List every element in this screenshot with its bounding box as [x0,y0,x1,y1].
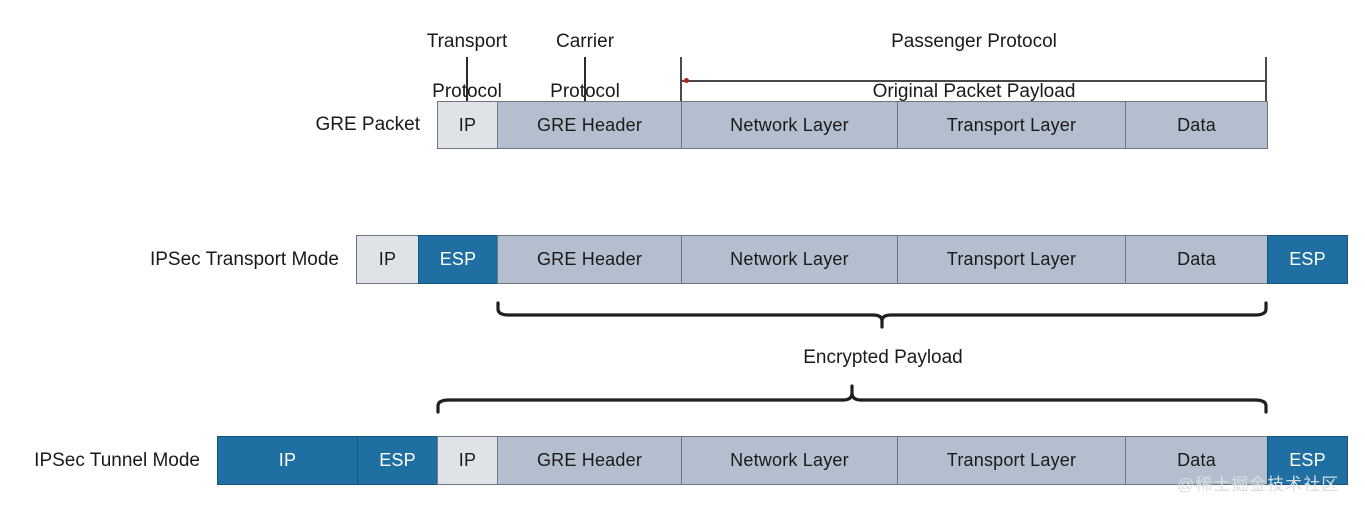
ipsec-tunnel-block-transport-layer: Transport Layer [897,436,1126,485]
gre-packet-block-transport-layer: Transport Layer [897,101,1126,149]
annotation-passenger-protocol: Passenger Protocol Original Packet Paylo… [681,4,1267,129]
ipsec-transport-block-esp-trailer: ESP [1267,235,1348,284]
ipsec-tunnel-block-inner-ip: IP [437,436,498,485]
annotation-line-1: Carrier [555,31,615,52]
ipsec-transport-block-data: Data [1125,235,1268,284]
ipsec-transport-block-network-layer: Network Layer [681,235,898,284]
ipsec-tunnel-block-outer-ip: IP [217,436,358,485]
ipsec-transport-block-gre-header: GRE Header [497,235,682,284]
ipsec-transport-block-esp-header: ESP [418,235,498,284]
ipsec-transport-block-ip: IP [356,235,419,284]
row-label-gre-packet: GRE Packet [315,114,420,135]
span-tick-right [1265,57,1267,101]
ipsec-transport-block-transport-layer: Transport Layer [897,235,1126,284]
leader-line-carrier-protocol [584,57,586,101]
gre-packet-block-network-layer: Network Layer [681,101,898,149]
annotation-line-1: Transport [426,31,508,52]
brace-encrypted-payload-tunnel [435,383,1270,415]
annotation-line-2: Original Packet Payload [872,81,1076,102]
brace-encrypted-payload-transport [495,300,1270,330]
gre-packet-block-data: Data [1125,101,1268,149]
row-label-ipsec-transport-mode: IPSec Transport Mode [149,249,339,270]
span-marker-dot [684,78,689,83]
watermark: @稀土掘金技术社区 [1177,475,1340,494]
ipsec-tunnel-block-esp-trailer: ESP [1267,436,1348,485]
span-line [681,80,1267,82]
gre-packet-block-ip: IP [437,101,498,149]
leader-line-transport-protocol [466,57,468,101]
ipsec-tunnel-block-data: Data [1125,436,1268,485]
ipsec-tunnel-block-network-layer: Network Layer [681,436,898,485]
annotation-line-1: Passenger Protocol [891,31,1057,52]
caption-encrypted-payload: Encrypted Payload [803,347,963,368]
span-tick-left [680,57,682,101]
ipsec-tunnel-block-esp-header: ESP [357,436,438,485]
row-label-ipsec-tunnel-mode: IPSec Tunnel Mode [34,450,200,471]
gre-packet-block-gre-header: GRE Header [497,101,682,149]
ipsec-tunnel-block-gre-header: GRE Header [497,436,682,485]
